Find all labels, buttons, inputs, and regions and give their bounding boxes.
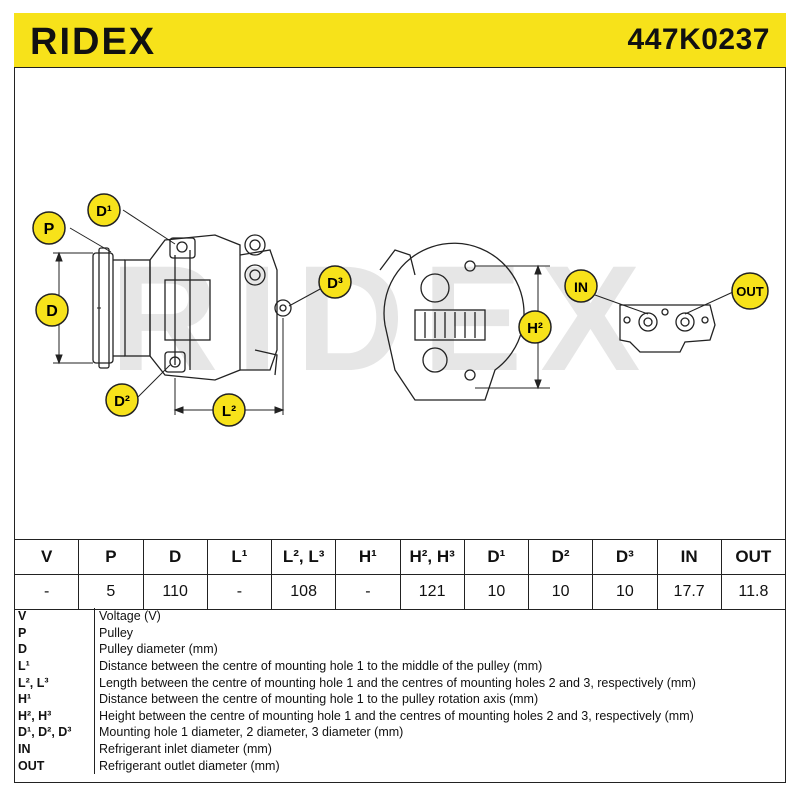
legend-row: H², H³ Height between the centre of mount…	[14, 707, 786, 725]
legend-row: V Voltage (V)	[14, 608, 786, 625]
spec-value: -	[335, 574, 401, 610]
legend-row: D¹, D², D³ Mounting hole 1 diameter, 2 di…	[14, 724, 786, 741]
spec-header: D²	[527, 539, 594, 575]
port-block	[619, 304, 716, 353]
legend-key: H², H³	[14, 707, 95, 725]
callout-d2: D²	[105, 383, 139, 417]
legend-key: L¹	[14, 657, 95, 675]
callout-p: P	[32, 211, 66, 245]
brand-text: RIDEX	[30, 21, 156, 61]
spec-value: 17.7	[656, 574, 722, 610]
svg-text:D³: D³	[327, 275, 343, 292]
legend-desc: Mounting hole 1 diameter, 2 diameter, 3 …	[99, 725, 404, 740]
spec-value: 108	[270, 574, 337, 610]
svg-text:D²: D²	[114, 393, 130, 410]
spec-header: H², H³	[399, 539, 465, 575]
spec-header: H¹	[335, 539, 401, 575]
callout-l2: L²	[212, 393, 246, 427]
spec-header: P	[78, 539, 144, 575]
svg-text:L²: L²	[222, 403, 236, 420]
spec-header: L¹	[206, 539, 273, 575]
legend-desc: Distance between the centre of mounting …	[99, 659, 543, 674]
svg-text:IN: IN	[574, 279, 588, 295]
legend-desc: Refrigerant outlet diameter (mm)	[99, 758, 280, 773]
compressor-side-view	[92, 234, 292, 381]
legend-row: L¹ Distance between the centre of mountin…	[14, 657, 786, 675]
legend-row: L², L³ Length between the centre of mount…	[14, 674, 786, 691]
callout-in: IN	[564, 269, 598, 303]
spec-value: -	[13, 574, 80, 610]
part-number: 447K0237	[627, 23, 770, 56]
spec-value: 10	[527, 574, 594, 610]
legend-key: D¹, D², D³	[14, 724, 95, 741]
legend-key: IN	[14, 740, 95, 758]
svg-text:D¹: D¹	[96, 203, 112, 220]
callout-d: D	[35, 293, 69, 327]
legend-key: V	[14, 608, 95, 625]
svg-text:D: D	[46, 303, 58, 320]
technical-drawing: RIDEX	[32, 193, 769, 427]
header-bar: RIDEX 447K0237	[14, 13, 786, 68]
spec-value: 121	[399, 574, 465, 610]
spec-header-row: V P D L¹ L², L³ H¹ H², H³ D¹ D² D³ IN OU…	[13, 539, 787, 575]
spec-value-row: - 5 110 - 108 - 121 10 10 10 17.7 11.8	[13, 574, 787, 610]
legend-desc: Distance between the centre of mounting …	[99, 692, 539, 707]
legend-row: H¹ Distance between the centre of mountin…	[14, 690, 786, 708]
spec-header: L², L³	[270, 539, 337, 575]
watermark-text: RIDEX	[110, 234, 658, 402]
spec-header: OUT	[720, 539, 787, 575]
legend-key: OUT	[14, 757, 95, 774]
legend-desc: Pulley	[99, 625, 134, 640]
spec-value: 110	[142, 574, 208, 610]
ridex-logo: RIDEX	[30, 21, 156, 61]
callout-h2: H²	[518, 310, 552, 344]
legend-table: V Voltage (V) P Pulley D Pulley diameter (m…	[14, 608, 786, 774]
spec-header: D³	[592, 539, 658, 575]
legend-key: D	[14, 641, 95, 658]
callout-d3: D³	[318, 265, 352, 299]
legend-key: H¹	[14, 690, 95, 708]
spec-value: 11.8	[720, 574, 787, 610]
compressor-front-view	[379, 242, 525, 401]
callout-d1: D¹	[87, 193, 121, 227]
legend-row: OUT Refrigerant outlet diameter (mm)	[14, 757, 786, 774]
spec-value: 10	[463, 574, 530, 610]
svg-text:P: P	[44, 221, 55, 238]
legend-row: IN Refrigerant inlet diameter (mm)	[14, 740, 786, 758]
spec-value: 5	[78, 574, 144, 610]
spec-header: D¹	[463, 539, 530, 575]
spec-value: 10	[592, 574, 658, 610]
spec-value: -	[206, 574, 273, 610]
legend-desc: Refrigerant inlet diameter (mm)	[99, 742, 272, 757]
spec-table: V P D L¹ L², L³ H¹ H², H³ D¹ D² D³ IN OU…	[13, 539, 787, 610]
legend-key: P	[14, 624, 95, 642]
legend-desc: Pulley diameter (mm)	[99, 642, 218, 657]
svg-text:OUT: OUT	[736, 284, 764, 299]
legend-desc: Length between the centre of mounting ho…	[99, 675, 696, 690]
legend-desc: Height between the centre of mounting ho…	[99, 708, 694, 723]
port-leader-lines	[594, 291, 734, 315]
spec-header: V	[13, 539, 80, 575]
legend-key: L², L³	[14, 674, 95, 691]
spec-header: D	[142, 539, 208, 575]
spec-header: IN	[656, 539, 722, 575]
legend-row: D Pulley diameter (mm)	[14, 641, 786, 658]
legend-row: P Pulley	[14, 624, 786, 642]
svg-text:H²: H²	[527, 320, 543, 337]
legend-desc: Voltage (V)	[99, 609, 161, 624]
callout-out: OUT	[731, 272, 769, 310]
